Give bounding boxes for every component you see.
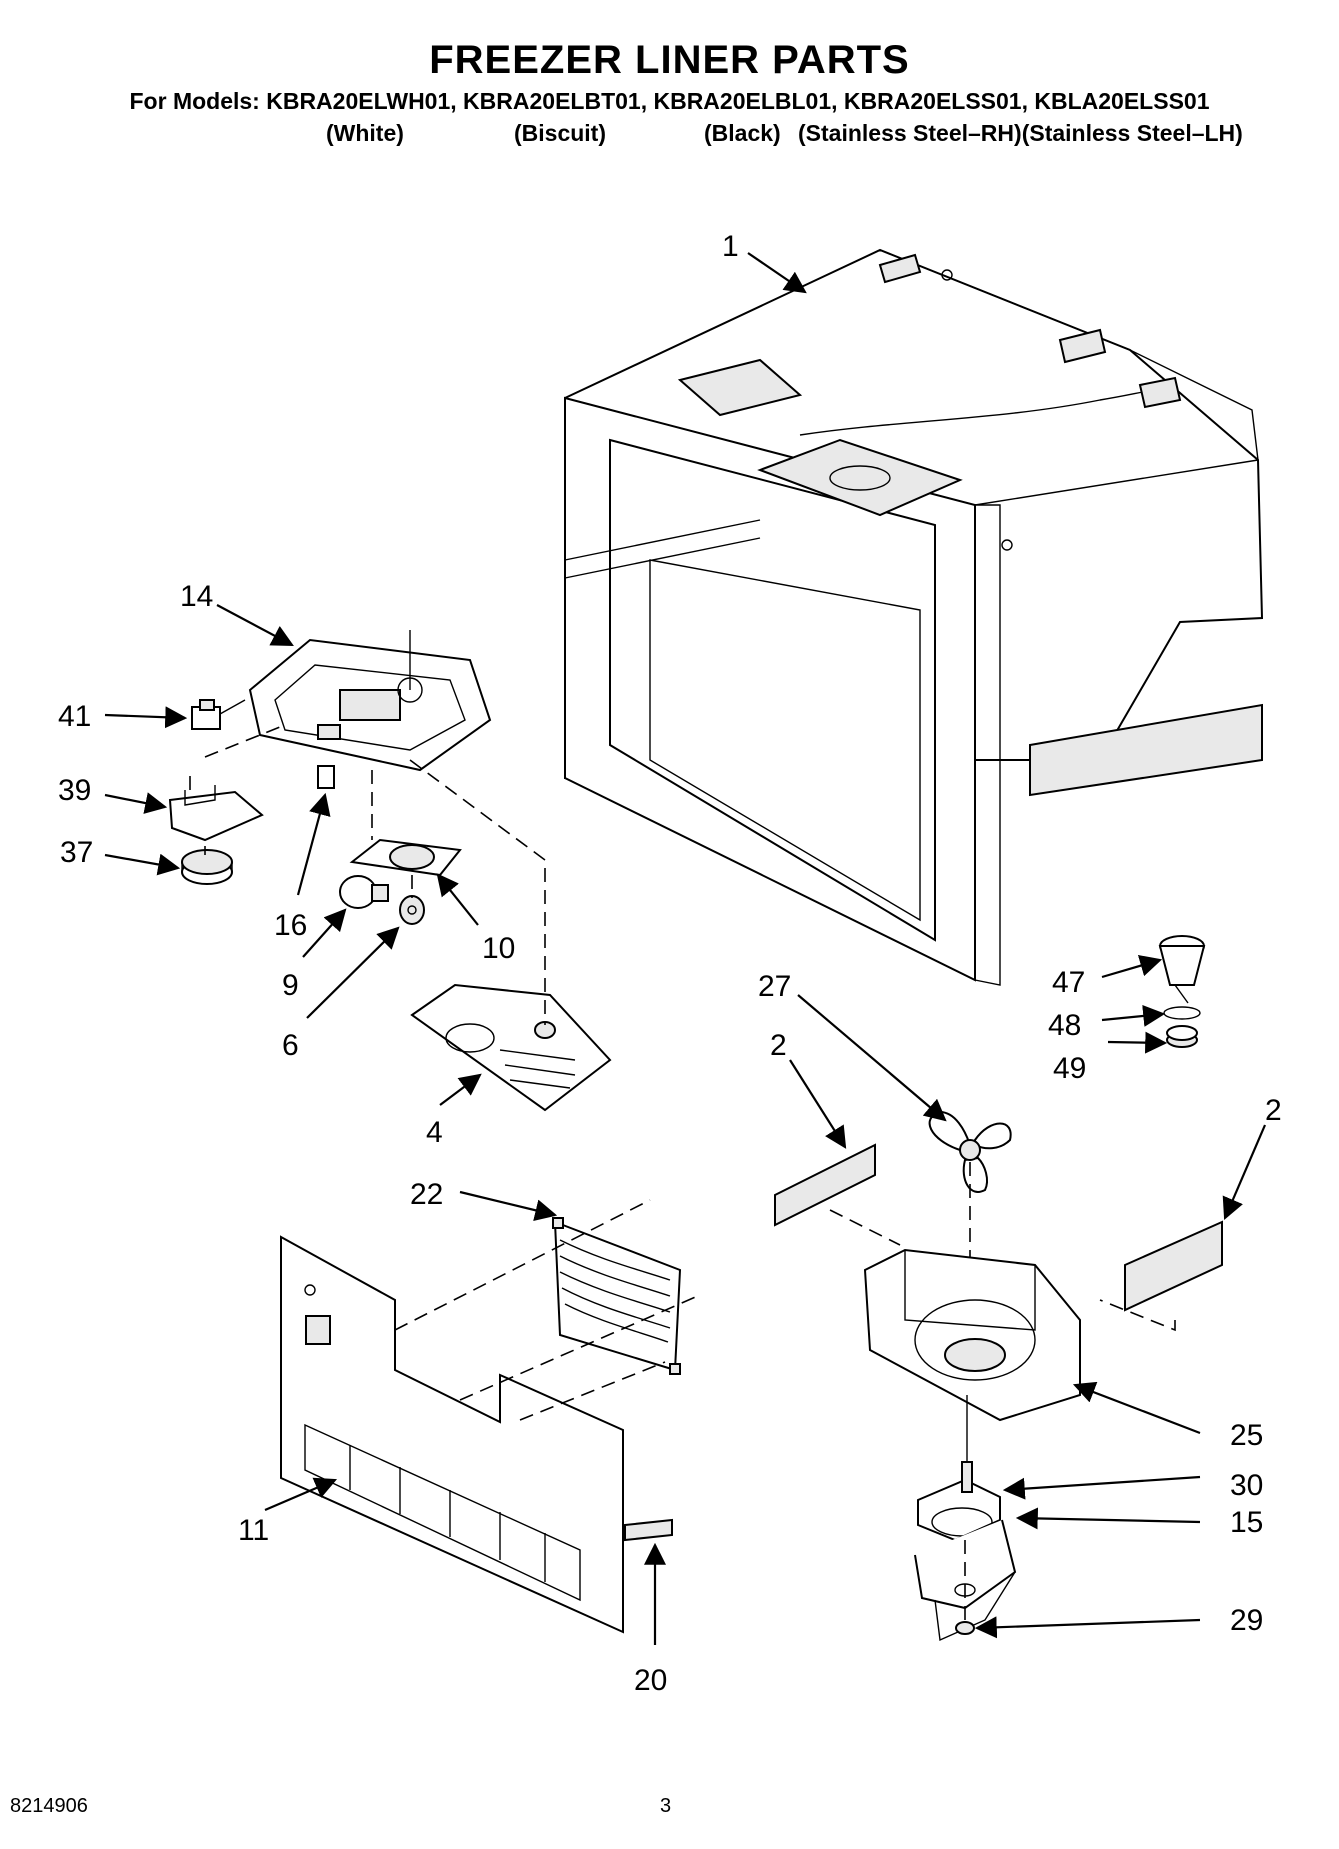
color-biscuit: (Biscuit) [514, 120, 606, 146]
callout-1: 1 [722, 230, 739, 263]
part-9-bulb [339, 875, 389, 909]
callout-20: 20 [634, 1664, 667, 1697]
color-black: (Black) [704, 120, 781, 146]
part-10-lens [349, 838, 462, 877]
part-30-motor [917, 1395, 1001, 1542]
callout-4: 4 [426, 1116, 443, 1149]
part-2-pad-left [774, 1143, 876, 1227]
part-2-pad-right [1124, 1220, 1223, 1312]
page-title: FREEZER LINER PARTS [429, 38, 910, 82]
color-white: (White) [326, 120, 404, 146]
callout-37: 37 [60, 836, 93, 869]
callout-9: 9 [282, 969, 299, 1002]
models-line: For Models: KBRA20ELWH01, KBRA20ELBT01, … [129, 88, 1210, 114]
callout-27: 27 [758, 970, 791, 1003]
part-48-o-ring [1163, 1006, 1201, 1020]
leader-lines [104, 252, 1267, 1645]
callout-15: 15 [1230, 1506, 1263, 1539]
callout-49: 49 [1053, 1052, 1086, 1085]
callout-48: 48 [1048, 1009, 1081, 1042]
callout-labels: 1 14 41 39 37 16 10 9 6 4 47 48 49 27 2 … [58, 230, 1282, 1697]
page-number: 3 [660, 1795, 672, 1817]
callout-2-left: 2 [770, 1029, 787, 1062]
callout-6: 6 [282, 1029, 299, 1062]
control-housing [248, 630, 492, 772]
part-25-fan-shroud [863, 1248, 1081, 1422]
callout-11: 11 [238, 1514, 269, 1547]
part-6-socket [399, 895, 425, 925]
callout-16: 16 [274, 909, 307, 942]
callout-47: 47 [1052, 966, 1085, 999]
doc-number: 8214906 [10, 1795, 88, 1817]
part-11-rear-panel [280, 1235, 624, 1634]
part-22-fan-grille [552, 1217, 682, 1375]
callout-22: 22 [410, 1178, 443, 1211]
part-20-strip [624, 1518, 673, 1542]
part-41-switch [191, 699, 246, 730]
color-stainless: (Stainless Steel–RH)(Stainless Steel–LH) [798, 120, 1243, 146]
callout-14: 14 [180, 580, 213, 613]
part-15-bracket [914, 1519, 1017, 1642]
callout-25: 25 [1230, 1419, 1263, 1452]
part-4-light-cover [410, 983, 612, 1112]
part-39-bracket [168, 785, 264, 842]
part-37-knob [181, 849, 233, 885]
part-29-nut [955, 1621, 975, 1635]
part-49-cap [1166, 1025, 1198, 1048]
callout-41: 41 [58, 700, 91, 733]
freezer-liner [564, 248, 1264, 986]
callout-29: 29 [1230, 1604, 1263, 1637]
part-16-clip [317, 765, 335, 789]
callout-39: 39 [58, 774, 91, 807]
part-27-fan-blade [928, 1110, 1012, 1350]
callout-30: 30 [1230, 1469, 1263, 1502]
callout-2-right: 2 [1265, 1094, 1282, 1127]
part-47-grommet [1158, 935, 1206, 1004]
callout-10: 10 [482, 932, 515, 965]
